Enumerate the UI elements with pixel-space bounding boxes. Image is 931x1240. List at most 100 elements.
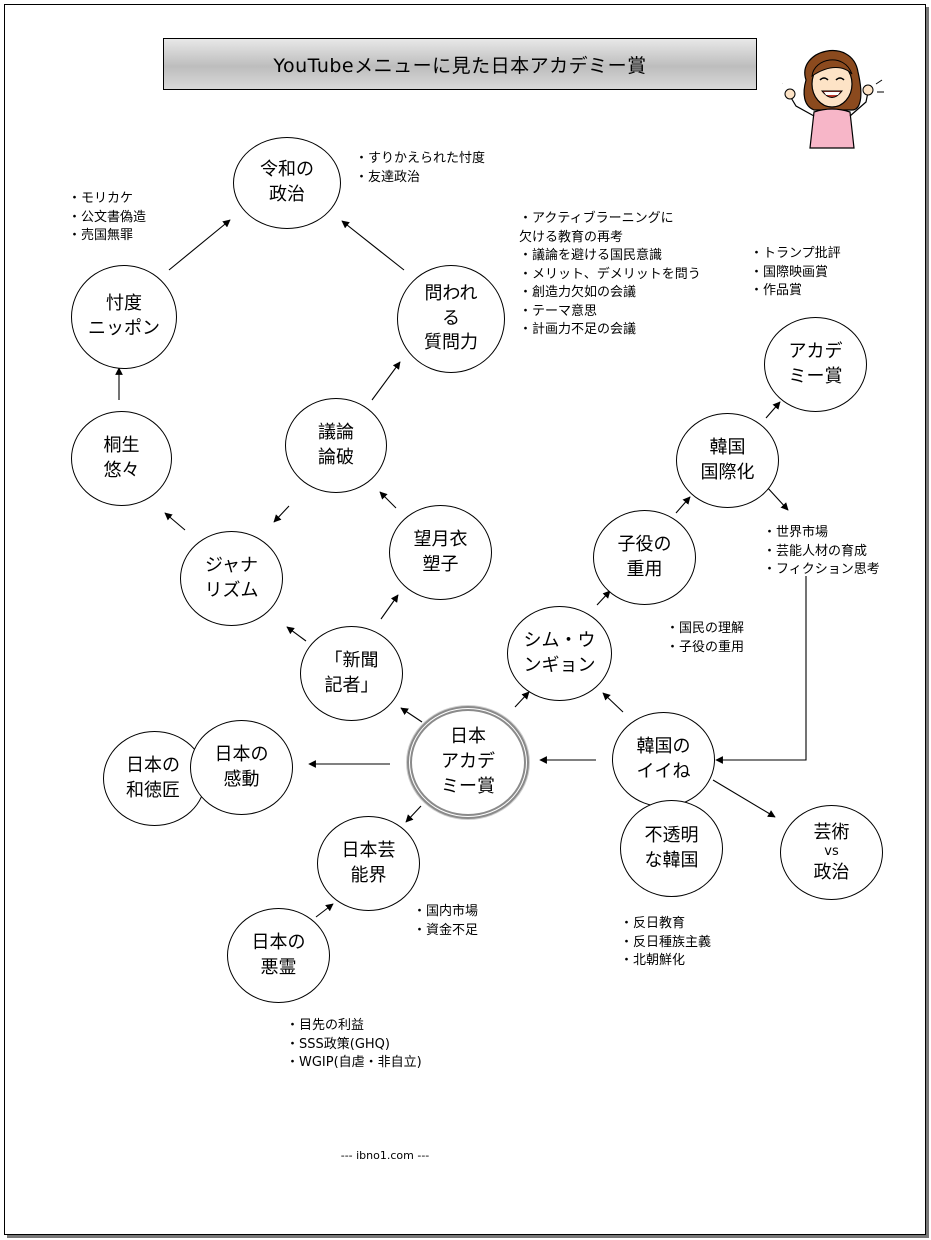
note-item: ・北朝鮮化 — [620, 953, 686, 968]
node-reiwa-label: 令和の 政治 — [260, 159, 314, 205]
arrow-shim-to-koyaku — [596, 590, 611, 606]
note-item: ・売国無罪 — [68, 228, 134, 243]
arrow-shinbun-to-mochizuki — [380, 594, 399, 620]
note-item: ・作品賞 — [750, 283, 803, 298]
notes-reiwa: ・すりかえられた忖度 ・友達政治 — [355, 150, 485, 187]
node-geinokai: 日本芸 能界 — [317, 816, 420, 911]
node-kiryu-label: 桐生 悠々 — [103, 434, 140, 481]
note-item: ・反日教育 — [620, 916, 686, 931]
node-towareru: 問われ る 質問力 — [397, 265, 505, 373]
arrow-mochizuki-to-giron — [379, 491, 397, 509]
page-title: YouTubeメニューに見た日本アカデミー賞 — [163, 38, 757, 90]
note-item: ・議論を避ける国民意識 — [519, 248, 663, 263]
footer-credit: --- ibno1.com --- — [340, 1149, 430, 1162]
node-iine-label: 韓国の イイね — [636, 735, 691, 782]
arrow-iine-to-geijutsu — [712, 779, 776, 818]
node-futomei-label: 不透明 な韓国 — [644, 824, 699, 871]
note-item: ・トランプ批評 — [750, 246, 841, 261]
node-futomei: 不透明 な韓国 — [620, 800, 723, 897]
node-journalism: ジャナ リズム — [180, 531, 283, 626]
note-item: ・メリット、デメリットを問う — [519, 266, 701, 282]
arrow-sontaku-to-reiwa — [168, 219, 231, 271]
node-shinbun: 「新聞 記者」 — [300, 626, 403, 721]
node-academy-label: アカデ ミー賞 — [788, 340, 843, 387]
note-item: ・公文書偽造 — [68, 209, 147, 225]
node-shinbun-label: 「新聞 記者」 — [324, 649, 379, 696]
note-item: ・資金不足 — [413, 922, 479, 938]
arrow-kokusai-to-notes — [765, 485, 789, 511]
node-watokusho-label: 日本の 和徳匠 — [126, 754, 180, 801]
note-item: ・友達政治 — [355, 169, 421, 185]
arrow-notes-to-iine — [715, 576, 807, 764]
node-mochizuki-label: 望月衣 塑子 — [413, 528, 468, 575]
note-item: ・反日種族主義 — [620, 934, 712, 950]
notes-towareru: ・アクティブラーニングに 欠ける教育の再考 ・議論を避ける国民意識 ・メリット、… — [519, 210, 701, 340]
arrow-giron-to-towareru — [371, 361, 401, 401]
node-towareru-label: 問われ る 質問力 — [424, 282, 478, 354]
node-watokusho: 日本の 和徳匠 — [103, 731, 206, 826]
note-item: ・目先の利益 — [286, 1018, 365, 1033]
arrow-iine-to-shim — [602, 692, 624, 713]
note-item: 欠ける教育の再考 — [519, 229, 624, 245]
node-academy: アカデ ミー賞 — [764, 317, 867, 412]
node-kando: 日本の 感動 — [190, 720, 293, 815]
node-kankoku-kokusai-label: 韓国 国際化 — [700, 436, 755, 483]
note-item: ・モリカケ — [68, 191, 134, 206]
node-geijutsu-bottom: 政治 — [813, 861, 850, 883]
arrow-center-to-geinokai — [405, 805, 422, 823]
notes-geinokai: ・国内市場 ・資金不足 — [413, 903, 478, 940]
node-geijutsu-vs: vs — [824, 844, 839, 860]
arrow-shinbun-to-journalism — [286, 626, 307, 642]
note-item: ・世界市場 — [763, 525, 829, 540]
node-akuryo: 日本の 悪霊 — [227, 908, 330, 1003]
arrow-akuryo-to-geinokai — [315, 903, 334, 918]
mascot-icon — [782, 49, 884, 149]
node-giron: 議論 論破 — [285, 398, 387, 493]
node-sontaku-label: 忖度 ニッポン — [88, 293, 160, 339]
notes-sontaku: ・モリカケ ・公文書偽造 ・売国無罪 — [68, 190, 146, 246]
arrow-center-to-shinbun — [400, 707, 423, 723]
note-item: ・SSS政策(GHQ) — [286, 1036, 390, 1052]
page-title-text: YouTubeメニューに見た日本アカデミー賞 — [273, 54, 647, 77]
page-frame — [4, 4, 926, 1235]
note-item: ・芸能人材の育成 — [763, 543, 868, 559]
arrow-towareru-to-reiwa — [341, 220, 405, 271]
note-item: ・テーマ意思 — [519, 303, 598, 319]
notes-academy: ・トランプ批評 ・国際映画賞 ・作品賞 — [750, 245, 841, 301]
note-item: ・アクティブラーニングに — [519, 211, 674, 226]
node-reiwa: 令和の 政治 — [233, 137, 341, 229]
arrow-center-to-shim — [514, 691, 530, 708]
node-kiryu: 桐生 悠々 — [71, 411, 172, 506]
node-iine: 韓国の イイね — [612, 712, 715, 807]
arrow-koyaku-to-kokusai — [675, 496, 691, 514]
notes-shim: ・国民の理解 ・子役の重用 — [666, 620, 744, 657]
arrow-giron-to-journalism — [273, 505, 290, 523]
node-shim-label: シム・ウ ンギョン — [523, 629, 596, 676]
node-center: 日本 アカデ ミー賞 — [407, 706, 529, 819]
node-sontaku: 忖度 ニッポン — [71, 265, 177, 369]
note-item: ・子役の重用 — [666, 639, 745, 655]
node-shim: シム・ウ ンギョン — [507, 606, 612, 701]
node-geinokai-label: 日本芸 能界 — [341, 839, 396, 886]
node-akuryo-label: 日本の 悪霊 — [251, 931, 306, 978]
node-giron-label: 議論 論破 — [318, 421, 354, 468]
note-item: ・国際映画賞 — [750, 264, 829, 280]
note-item: ・国内市場 — [413, 904, 479, 919]
node-kankoku-kokusai: 韓国 国際化 — [676, 413, 779, 508]
note-item: ・フィクション思考 — [763, 562, 880, 577]
node-koyaku-label: 子役の 重用 — [617, 533, 672, 580]
note-item: ・国民の理解 — [666, 621, 745, 636]
note-item: ・WGIP(自虐・非自立) — [286, 1055, 422, 1070]
arrow-journalism-to-kiryu — [164, 512, 186, 531]
node-journalism-label: ジャナ リズム — [204, 554, 259, 601]
notes-futomei: ・反日教育 ・反日種族主義 ・北朝鮮化 — [620, 915, 711, 971]
node-geijutsu-top: 芸術 — [813, 821, 850, 843]
arrow-kokusai-to-academy — [765, 401, 781, 419]
note-item: ・計画力不足の会議 — [519, 322, 637, 337]
node-geijutsu: 芸術 vs 政治 — [780, 805, 883, 900]
note-item: ・創造力欠如の会議 — [519, 285, 637, 300]
note-item: ・すりかえられた忖度 — [355, 151, 486, 166]
node-mochizuki: 望月衣 塑子 — [389, 505, 492, 600]
